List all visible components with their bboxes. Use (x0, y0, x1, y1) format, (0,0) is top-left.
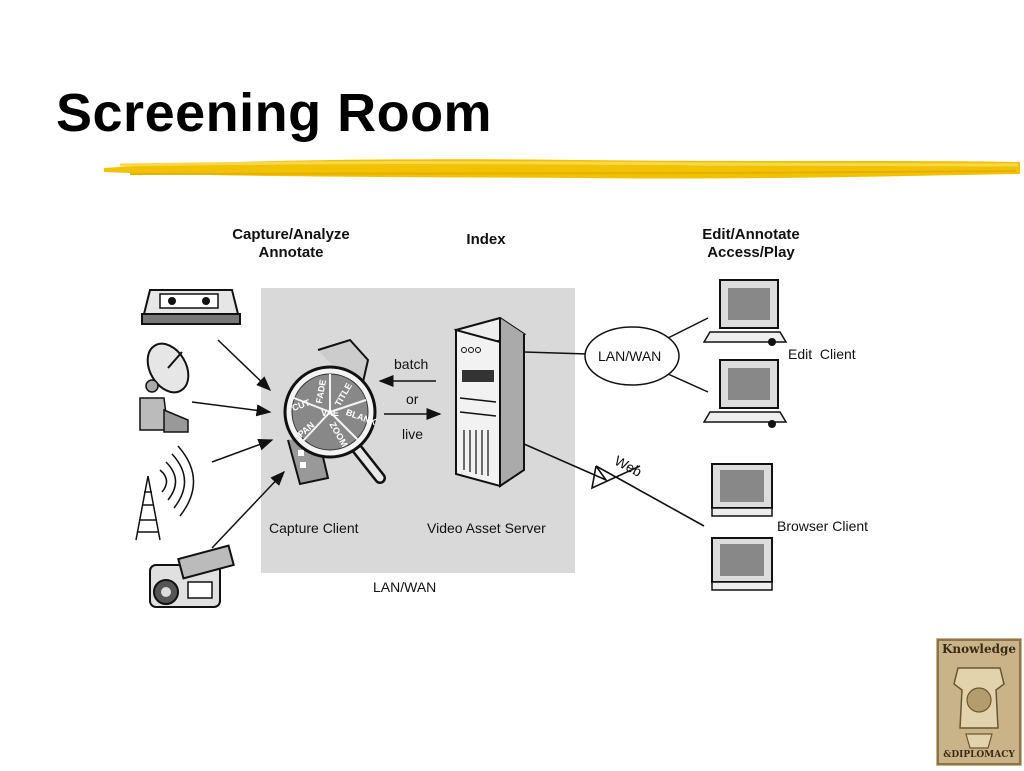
label-live: live (402, 426, 424, 442)
label-lan-wan-bottom: LAN/WAN (373, 579, 437, 595)
logo-line2: &DIPLOMACY (943, 750, 1015, 760)
camcorder-icon (149, 544, 235, 608)
knowledge-diplomacy-logo: Knowledge &DIPLOMACY (936, 638, 1022, 766)
label-or: or (406, 391, 419, 407)
label-browser-client: Browser Client (777, 518, 869, 534)
label-lan-wan-cloud: LAN/WAN (598, 348, 662, 364)
logo-art-icon (936, 638, 1022, 766)
header-capture: Capture/Analyze Annotate (211, 226, 371, 262)
label-edit-client: Edit Client (788, 346, 856, 362)
lens-word: VAE (321, 408, 339, 418)
edit-client-computer-icon (702, 359, 788, 428)
header-index: Index (466, 231, 506, 248)
header-capture-line1: Capture/Analyze (232, 226, 350, 243)
browser-client-computer-icon (711, 463, 773, 517)
lens-word: FADE (314, 379, 328, 404)
lan-wan-cloud (584, 326, 680, 386)
browser-client-computer-icon (711, 537, 773, 591)
web-lightning-link (523, 443, 705, 527)
header-edit-line2: Access/Play (707, 244, 795, 261)
vcr-tape-icon (141, 289, 241, 325)
satellite-dish-icon (139, 342, 190, 433)
header-edit-line1: Edit/Annotate (702, 226, 800, 243)
video-asset-server-icon (453, 316, 527, 488)
title-underline-brush (104, 159, 1020, 179)
header-edit: Edit/Annotate Access/Play (671, 226, 831, 262)
label-video-asset-server: Video Asset Server (427, 520, 546, 536)
slide-title: Screening Room (56, 83, 493, 143)
radio-tower-icon (135, 445, 195, 541)
logo-line1: Knowledge (941, 642, 1017, 656)
header-capture-line2: Annotate (258, 244, 324, 261)
edit-client-computer-icon (702, 279, 788, 346)
magnifying-lens-icon (283, 365, 386, 484)
label-capture-client: Capture Client (269, 520, 359, 536)
label-batch: batch (394, 356, 429, 372)
